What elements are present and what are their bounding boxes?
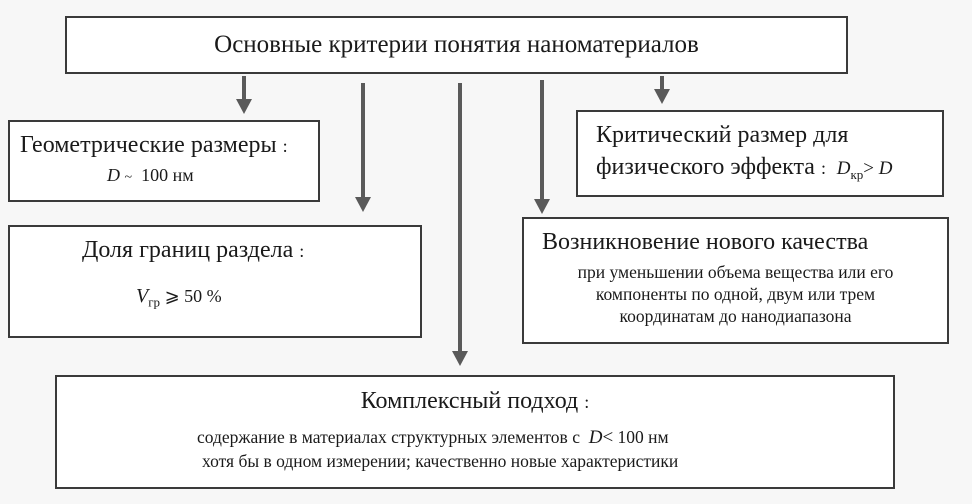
- geometric-size-title: Геометрические размеры: [20, 132, 277, 158]
- complex-lt-symbol: <: [602, 427, 614, 448]
- complex-approach-box: Комплексный подход : содержание в матери…: [55, 375, 895, 489]
- geometric-size-colon: :: [282, 136, 288, 156]
- arrow-to-vozniknovenie: [540, 80, 544, 200]
- arrow-to-kriticheskiy: [660, 76, 664, 90]
- boundary-fraction-colon: :: [299, 241, 305, 261]
- boundary-v-subscript: гр: [148, 294, 161, 310]
- boundary-fraction-value: 50 %: [184, 286, 222, 306]
- boundary-fraction-box: Доля границ раздела : Vгр ⩾ 50 %: [8, 225, 422, 338]
- complex-approach-line2: хотя бы в одном измерении; качественно н…: [202, 451, 679, 471]
- geometric-size-box: Геометрические размеры : D ~ 100 нм: [8, 120, 320, 202]
- boundary-v-variable: V: [136, 285, 149, 307]
- geometric-size-value: 100 нм: [141, 165, 194, 185]
- boundary-fraction-title: Доля границ раздела: [82, 237, 294, 263]
- new-quality-line1: при уменьшении объема вещества или его: [577, 262, 894, 282]
- new-quality-box: Возникновение нового качества при уменьш…: [522, 217, 949, 344]
- critical-size-line2: физического эффекта: [596, 154, 815, 180]
- complex-approach-value: 100 нм: [617, 427, 669, 447]
- critical-d-subscript: кр: [850, 166, 864, 182]
- new-quality-line2: компоненты по одной, двум или трем: [595, 284, 876, 304]
- arrow-to-kompleks: [458, 83, 462, 352]
- critical-d-variable: D: [836, 158, 851, 179]
- critical-size-colon: :: [820, 158, 826, 178]
- main-criteria-box: Основные критерии понятия наноматериалов: [65, 16, 848, 74]
- arrow-to-geometric: [242, 76, 246, 100]
- complex-approach-line1: содержание в материалах структурных элем…: [197, 427, 580, 447]
- main-criteria-title: Основные критерии понятия наноматериалов: [214, 31, 699, 58]
- geometric-approx-symbol: ~: [124, 170, 133, 185]
- arrow-to-dolya: [361, 83, 365, 198]
- critical-gt-symbol: >: [863, 158, 874, 179]
- critical-size-box: Критический размер для физического эффек…: [576, 110, 944, 197]
- new-quality-line3: координатам до нанодиапазона: [619, 306, 852, 326]
- new-quality-title: Возникновение нового качества: [542, 229, 869, 255]
- geometric-d-variable: D: [107, 165, 120, 185]
- complex-d-variable: D: [588, 427, 603, 448]
- complex-approach-colon: :: [584, 392, 590, 412]
- critical-size-line1: Критический размер для: [596, 122, 849, 148]
- critical-d-variable-2: D: [878, 158, 893, 179]
- boundary-geq-symbol: ⩾: [164, 286, 180, 306]
- complex-approach-title: Комплексный подход: [360, 388, 579, 414]
